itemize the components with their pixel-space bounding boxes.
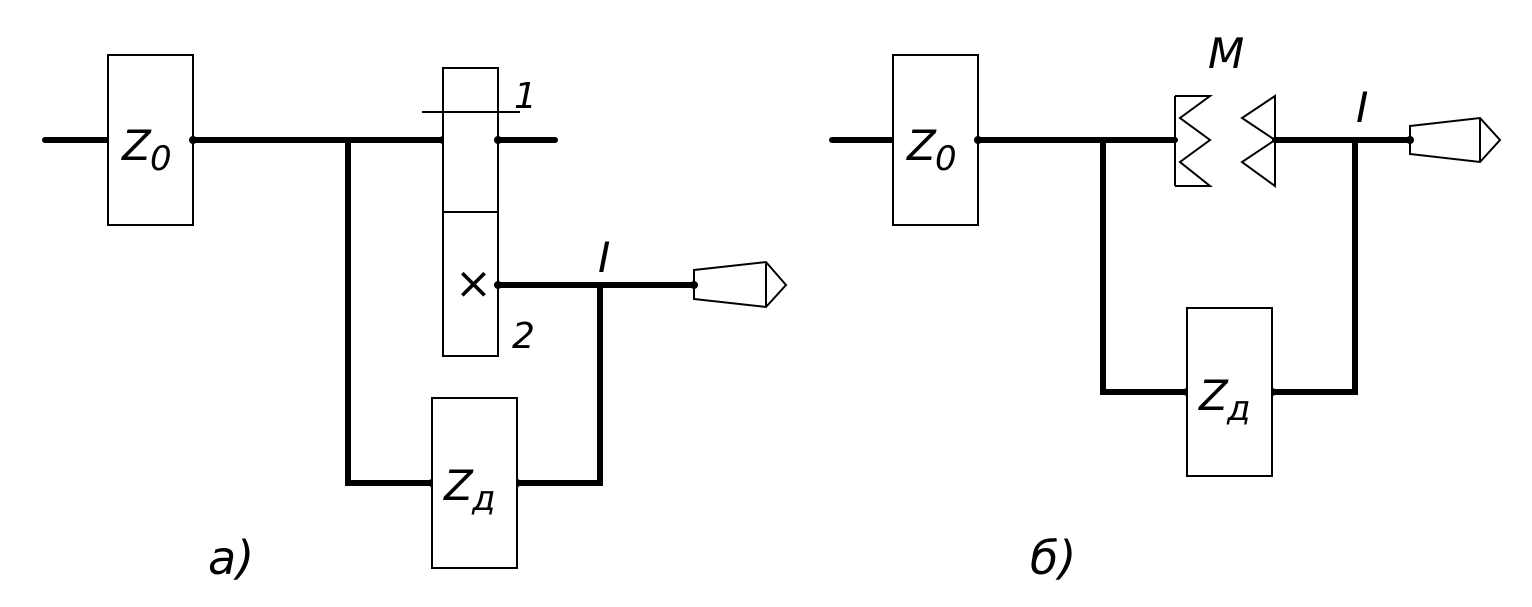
- shunt-branch-left-a: [345, 137, 435, 486]
- z0-subscript-a: 0: [150, 139, 172, 179]
- cross-mark: ×: [455, 258, 492, 309]
- current-label-a: I: [598, 233, 610, 282]
- z0-block-b: [892, 54, 979, 226]
- terminal-dot: [189, 136, 197, 144]
- z0-label-a: Z: [121, 121, 152, 170]
- terminal-dot: [494, 281, 502, 289]
- diagram-a: Z 0 1 × 2 I Z д а): [42, 54, 788, 585]
- terminal-dot: [974, 136, 982, 144]
- coupler-label: М: [1208, 29, 1244, 78]
- zd-subscript-b: д: [1226, 389, 1251, 429]
- terminal-dot: [494, 136, 502, 144]
- z0-label-b: Z: [906, 121, 937, 170]
- zd-block-a: [431, 397, 518, 569]
- zd-label-b: Z: [1198, 371, 1229, 420]
- diagram-b: Z 0 М I Z д б): [829, 29, 1502, 585]
- shunt-branch-left-b: [1100, 137, 1190, 395]
- caption-a: а): [208, 531, 254, 585]
- zd-block-b: [1186, 307, 1273, 477]
- antenna-icon-b: [1409, 116, 1502, 164]
- zd-subscript-a: д: [471, 479, 496, 519]
- node-2-label: 2: [512, 316, 535, 357]
- shunt-branch-right-a: [514, 282, 603, 486]
- current-label-b: I: [1356, 83, 1368, 132]
- shunt-branch-right-b: [1269, 137, 1358, 395]
- zd-label-a: Z: [443, 461, 474, 510]
- antenna-icon-a: [693, 260, 788, 309]
- coupler-icon: [1174, 94, 1276, 188]
- caption-b: б): [1030, 531, 1076, 585]
- node-1-label: 1: [514, 76, 537, 117]
- z0-subscript-b: 0: [935, 139, 957, 179]
